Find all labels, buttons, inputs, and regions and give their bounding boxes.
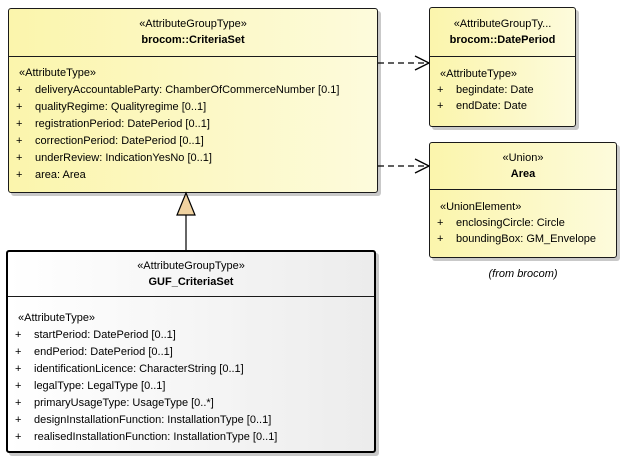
attribute-text: primaryUsageType: UsageType [0..*] <box>34 397 214 409</box>
attribute-row: + deliveryAccountableParty: ChamberOfComm… <box>9 82 377 99</box>
attribute-row: + realisedInstallationFunction: Installat… <box>8 429 374 446</box>
visibility-marker: + <box>16 118 23 130</box>
attribute-compartment: «UnionElement» +enclosingCircle: Circle … <box>430 190 616 247</box>
attribute-row: + legalType: LegalType [0..1] <box>8 378 374 395</box>
class-guf-criteriaset[interactable]: «AttributeGroupType» GUF_CriteriaSet «At… <box>6 250 376 453</box>
class-header: «AttributeGroupType» GUF_CriteriaSet <box>8 252 374 297</box>
attribute-text: identificationLicence: CharacterString [… <box>34 363 244 375</box>
attribute-row: + registrationPeriod: DatePeriod [0..1] <box>9 116 377 133</box>
attribute-compartment: «AttributeType» + begindate: Date + endDat… <box>430 57 575 114</box>
class-header: «AttributeGroupTy... brocom::DatePeriod <box>430 8 575 57</box>
class-stereotype: «AttributeGroupType» <box>137 259 245 272</box>
class-name: GUF_CriteriaSet <box>148 275 234 288</box>
visibility-marker: + <box>15 363 22 375</box>
attribute-row: + underReview: IndicationYesNo [0..1] <box>9 150 377 167</box>
attribute-compartment: «AttributeType» + deliveryAccountablePart… <box>9 57 377 184</box>
attribute-row: + identificationLicence: CharacterString … <box>8 361 374 378</box>
attribute-compartment: «AttributeType» + startPeriod: DatePeriod… <box>8 297 374 446</box>
open-arrowhead-icon <box>414 55 430 71</box>
visibility-marker: + <box>437 233 444 245</box>
open-arrowhead-icon <box>414 158 430 174</box>
visibility-marker: + <box>16 84 23 96</box>
generalization-arrowhead-icon <box>176 191 196 216</box>
class-name: brocom::DatePeriod <box>449 33 556 46</box>
class-header: «AttributeGroupType» brocom::CriteriaSet <box>9 9 377 57</box>
attribute-text: designInstallationFunction: Installation… <box>34 414 272 426</box>
class-area[interactable]: «Union» Area «UnionElement» + enclosingCi… <box>429 142 617 258</box>
attribute-row: + correctionPeriod: DatePeriod [0..1] <box>9 133 377 150</box>
class-name: brocom::CriteriaSet <box>141 34 245 46</box>
visibility-marker: + <box>15 431 22 443</box>
attribute-text: area: Area <box>35 169 86 181</box>
attribute-text: registrationPeriod: DatePeriod [0..1] <box>35 118 210 130</box>
attribute-text: qualityRegime: Qualityregime [0..1] <box>35 101 207 113</box>
attribute-row: + begindate: Date <box>430 82 575 98</box>
visibility-marker: + <box>16 152 23 164</box>
compartment-stereotype: «AttributeType» <box>19 67 97 79</box>
attribute-row: + enclosingCircle: Circle <box>430 215 616 231</box>
attribute-text: endPeriod: DatePeriod [0..1] <box>34 346 173 358</box>
attribute-text: begindate: Date <box>456 84 534 96</box>
visibility-marker: + <box>16 135 23 147</box>
attribute-row: + startPeriod: DatePeriod [0..1] <box>8 327 374 344</box>
generalization-connector[interactable] <box>176 191 196 250</box>
visibility-marker: + <box>16 169 23 181</box>
visibility-marker: + <box>15 397 22 409</box>
package-origin-note: (from brocom) <box>488 268 558 280</box>
attribute-row: + endDate: Date <box>430 98 575 114</box>
class-brocom-criteriaset[interactable]: «AttributeGroupType» brocom::CriteriaSet… <box>8 8 378 193</box>
attribute-row: + primaryUsageType: UsageType [0..*] <box>8 395 374 412</box>
attribute-text: boundingBox: GM_Envelope <box>456 233 597 245</box>
visibility-marker: + <box>16 101 23 113</box>
visibility-marker: + <box>437 100 444 112</box>
dependency-connector-area[interactable] <box>378 158 430 174</box>
attribute-text: realisedInstallationFunction: Installati… <box>34 431 278 443</box>
attribute-text: underReview: IndicationYesNo [0..1] <box>35 152 212 164</box>
dependency-connector-dateperiod[interactable] <box>378 55 430 71</box>
class-stereotype: «Union» <box>502 151 544 164</box>
visibility-marker: + <box>15 380 22 392</box>
visibility-marker: + <box>437 217 444 229</box>
compartment-stereotype: «AttributeType» <box>18 312 96 324</box>
attribute-row: + boundingBox: GM_Envelope <box>430 231 616 247</box>
class-name: Area <box>510 167 536 180</box>
class-stereotype: «AttributeGroupType» <box>139 18 247 30</box>
attribute-text: startPeriod: DatePeriod [0..1] <box>34 329 176 341</box>
visibility-marker: + <box>437 84 444 96</box>
attribute-text: deliveryAccountableParty: ChamberOfComme… <box>35 84 340 96</box>
attribute-text: legalType: LegalType [0..1] <box>34 380 166 392</box>
attribute-row: + designInstallationFunction: Installatio… <box>8 412 374 429</box>
visibility-marker: + <box>15 414 22 426</box>
attribute-row: + area: Area <box>9 167 377 184</box>
class-brocom-dateperiod[interactable]: «AttributeGroupTy... brocom::DatePeriod … <box>429 7 576 127</box>
attribute-text: endDate: Date <box>456 100 527 112</box>
class-stereotype: «AttributeGroupTy... <box>453 17 552 30</box>
class-header: «Union» Area <box>430 143 616 190</box>
attribute-text: correctionPeriod: DatePeriod [0..1] <box>35 135 204 147</box>
attribute-row: + endPeriod: DatePeriod [0..1] <box>8 344 374 361</box>
attribute-row: + qualityRegime: Qualityregime [0..1] <box>9 99 377 116</box>
attribute-text: enclosingCircle: Circle <box>456 217 565 229</box>
compartment-stereotype: «UnionElement» <box>440 201 522 213</box>
visibility-marker: + <box>15 346 22 358</box>
visibility-marker: + <box>15 329 22 341</box>
compartment-stereotype: «AttributeType» <box>440 68 518 80</box>
